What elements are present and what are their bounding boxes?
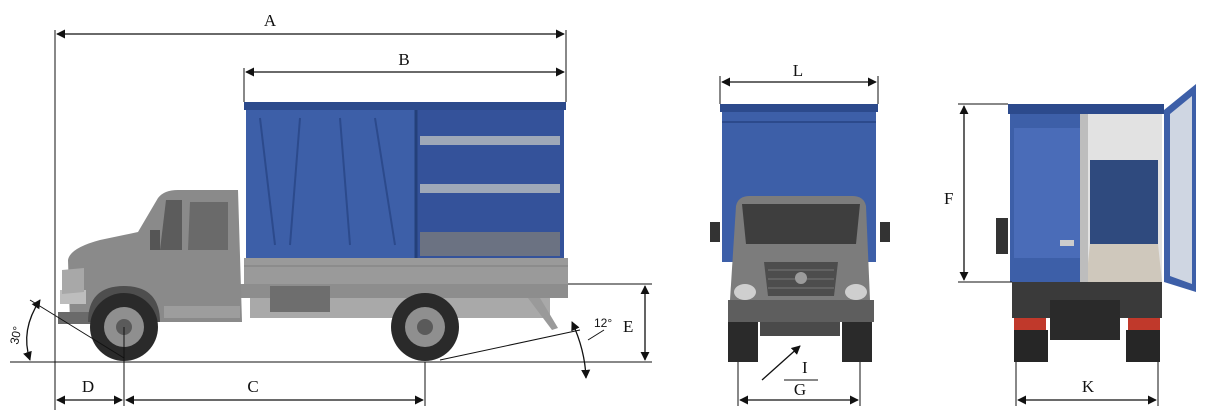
front-cab: [710, 196, 890, 362]
side-view: A B C D E 30° 12°: [7, 11, 652, 410]
side-cab: [58, 190, 242, 324]
dimension-k-label: K: [1082, 377, 1095, 396]
rear-cargo-body: [996, 84, 1196, 292]
departure-angle: 12°: [439, 316, 612, 379]
side-platform: [244, 258, 568, 284]
dimension-c-label: C: [247, 377, 258, 396]
dimension-l-label: L: [793, 61, 803, 80]
side-chassis: [238, 284, 568, 330]
dimension-f-label: F: [944, 189, 953, 208]
dimension-g-label: G: [794, 380, 806, 399]
rear-view: F K: [944, 84, 1196, 406]
dimension-i-leader: [761, 345, 801, 381]
dimension-d-label: D: [82, 377, 94, 396]
approach-angle: 30°: [7, 299, 125, 361]
dimension-a-label: A: [264, 11, 277, 30]
front-view: L G I: [710, 61, 890, 406]
dimension-e-label: E: [623, 317, 633, 336]
rear-chassis: [1012, 282, 1162, 362]
side-cargo-body: [244, 102, 568, 284]
rear-wheel: [391, 293, 459, 361]
approach-angle-label: 30°: [7, 325, 25, 346]
dimension-i-label: I: [802, 358, 808, 377]
departure-angle-label: 12°: [594, 316, 612, 330]
dimension-b-label: B: [398, 50, 409, 69]
